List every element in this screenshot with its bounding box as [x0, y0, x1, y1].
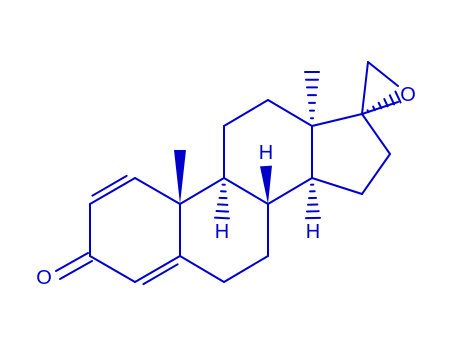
bond-c3-o — [55, 252, 89, 272]
hash-c9-h — [215, 210, 230, 213]
atom-label-carbonyl-oxygen: O — [36, 267, 52, 289]
bond-c5-c6 — [179, 255, 225, 283]
bond-c17-c20 — [361, 61, 369, 115]
bond-c6-c7 — [223, 255, 269, 283]
hash-c17-o — [383, 98, 389, 108]
wedge-c8-h — [260, 165, 272, 204]
hash-c17-o — [372, 105, 376, 112]
bond-c11-c12 — [223, 99, 269, 127]
bond-c10-c1 — [134, 177, 181, 205]
bond-c17-c13 — [311, 113, 363, 127]
wedge-c10-methyl — [174, 150, 186, 204]
atom-label-h-c8: H — [259, 142, 273, 164]
bond-c3-c4 — [89, 255, 136, 283]
bond-c14-c8 — [267, 177, 313, 205]
stereo-bond-layer — [174, 150, 272, 204]
bond-c12-c13 — [267, 99, 313, 127]
bond-c9-c10 — [179, 177, 225, 205]
atom-label-epoxide-oxygen: O — [400, 84, 416, 106]
hash-c17-o — [377, 101, 383, 110]
bond-c15-c16 — [361, 153, 391, 195]
bond-c1-c2 — [89, 177, 136, 205]
bond-c14-c15 — [311, 177, 363, 195]
bond-c1-c2-double — [91, 174, 128, 197]
hash-c17-o — [394, 90, 402, 104]
bond-c20-o — [367, 61, 399, 87]
hash-c17-o — [388, 94, 396, 106]
bond-layer — [55, 61, 402, 286]
bond-c3-o-double — [59, 260, 93, 280]
hash-c9-h — [214, 216, 230, 220]
bond-c8-c9 — [223, 177, 269, 205]
bond-c4-c5 — [134, 255, 181, 283]
hash-c17-o — [366, 109, 370, 114]
bond-c4-c5-double — [142, 263, 179, 286]
atom-label-h-c9: H — [215, 221, 229, 243]
atom-label-h-c14: H — [306, 221, 320, 243]
bond-c16-c17 — [361, 113, 391, 155]
